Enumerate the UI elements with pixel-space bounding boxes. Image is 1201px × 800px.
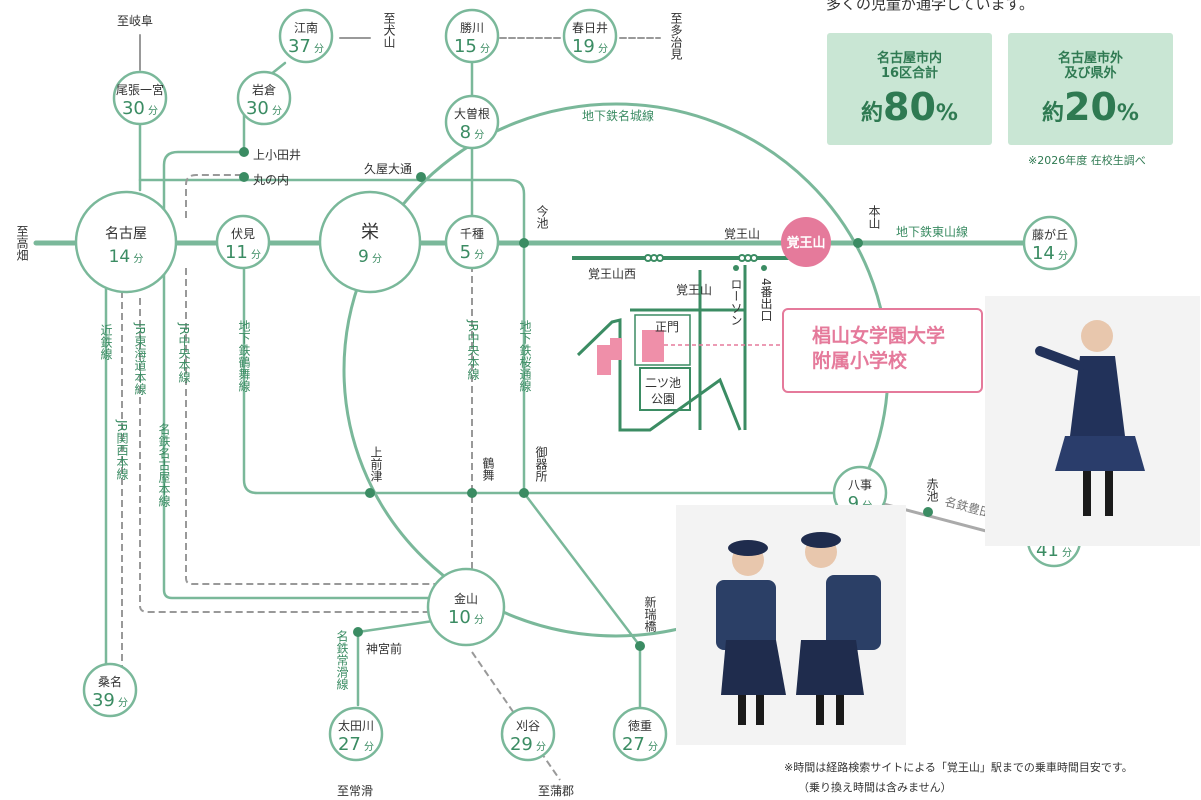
station-name: 岩倉 (252, 82, 276, 97)
station-name: 刈谷 (516, 719, 540, 733)
station-name: 伏見 (231, 227, 255, 241)
station-time: 27 分 (338, 734, 374, 755)
school-name-box: 椙山女学園大学 附属小学校 (782, 308, 983, 393)
meitetsu-nagoya-line (162, 254, 442, 600)
station-name: 金山 (454, 591, 478, 606)
station-time: 14 分 (1032, 243, 1068, 264)
station-time: 9 分 (358, 247, 382, 267)
station-name: 大曽根 (454, 106, 490, 121)
station-name: 江南 (294, 20, 318, 35)
svg-text:覚王山: 覚王山 (785, 235, 825, 250)
station-name: 徳重 (628, 718, 652, 733)
station-time: 11 分 (225, 242, 261, 263)
station-name: 春日井 (572, 21, 608, 35)
survey-note: ※2026年度 在校生調べ (1028, 154, 1146, 167)
meitetsu-inuyama-line (162, 103, 246, 232)
station-circle (1022, 215, 1078, 271)
station-circle (562, 8, 618, 64)
school-buildings (597, 330, 664, 375)
station-name: 名古屋 (105, 226, 147, 242)
station-time: 8 分 (460, 122, 485, 143)
jr-tokaido-line (139, 298, 440, 613)
station-circle (444, 8, 500, 64)
station-name: 藤が丘 (1032, 227, 1068, 242)
sakuradori-line (138, 178, 642, 712)
stat-label: 名古屋市外 及び県外 (1057, 51, 1123, 81)
station-circle (500, 706, 556, 762)
footnote: ※時間は経路検索サイトによる「覚王山」駅までの乗車時間目安です。 （乗り換え時間… (784, 761, 1133, 794)
station-time: 15 分 (454, 36, 490, 57)
station-circle (318, 190, 422, 294)
local-area-map (572, 256, 790, 432)
station-name: 千種 (460, 227, 484, 241)
school-name-line: 椙山女学園大学 (812, 325, 946, 347)
station-time: 19 分 (572, 36, 608, 57)
student-photo-pointing (985, 296, 1200, 546)
station-chikusa: 千種5 分 (444, 214, 500, 270)
station-name: 栄 (361, 222, 379, 243)
station-time: 27 分 (622, 734, 658, 755)
stat-value: 80 (883, 85, 936, 129)
tsurumai-line (242, 241, 842, 495)
station-time: 29 分 (510, 734, 546, 755)
station-circle (328, 706, 384, 762)
intro-text: 多くの児童が通学しています。 (826, 0, 1035, 13)
meitetsu-tokoname-line (356, 618, 442, 707)
students-photo-backpacks (676, 505, 906, 745)
station-circle (112, 70, 168, 126)
jr-chuo-upper (185, 174, 244, 218)
station-circle (74, 190, 178, 294)
station-circle (444, 94, 500, 150)
station-nagoya: 名古屋 14 分 (74, 190, 178, 294)
station-time: 39 分 (92, 690, 128, 711)
station-sakae: 栄 9 分 (318, 190, 422, 294)
station-circle (278, 8, 334, 64)
station-circle (426, 567, 506, 647)
station-time: 10 分 (448, 607, 484, 628)
station-time: 5 分 (460, 242, 485, 263)
station-time: 14 分 (109, 247, 144, 267)
station-circle (612, 706, 668, 762)
kakuozan-badge (781, 217, 831, 267)
station-name: 尾張一宮 (116, 82, 164, 97)
station-circle (82, 662, 138, 718)
station-time: 30 分 (246, 98, 282, 119)
stat-value: 20 (1064, 85, 1117, 129)
station-circle (215, 214, 271, 270)
school-name-line: 附属小学校 (812, 350, 908, 372)
station-name: 桑名 (98, 674, 122, 689)
station-name: 勝川 (460, 20, 484, 35)
jr-chuo-lower (185, 268, 440, 585)
station-name: 八事 (848, 478, 872, 492)
stat-label: 名古屋市内 16区合計 (876, 51, 942, 81)
station-circle (444, 214, 500, 270)
station-circle (236, 70, 292, 126)
stat-box-inside: 名古屋市内 16区合計 約80% (827, 33, 992, 145)
station-time: 30 分 (122, 98, 158, 119)
station-time: 37 分 (288, 36, 324, 57)
stat-box-outside: 名古屋市外 及び県外 約20% (1008, 33, 1173, 145)
station-name: 太田川 (338, 718, 374, 733)
